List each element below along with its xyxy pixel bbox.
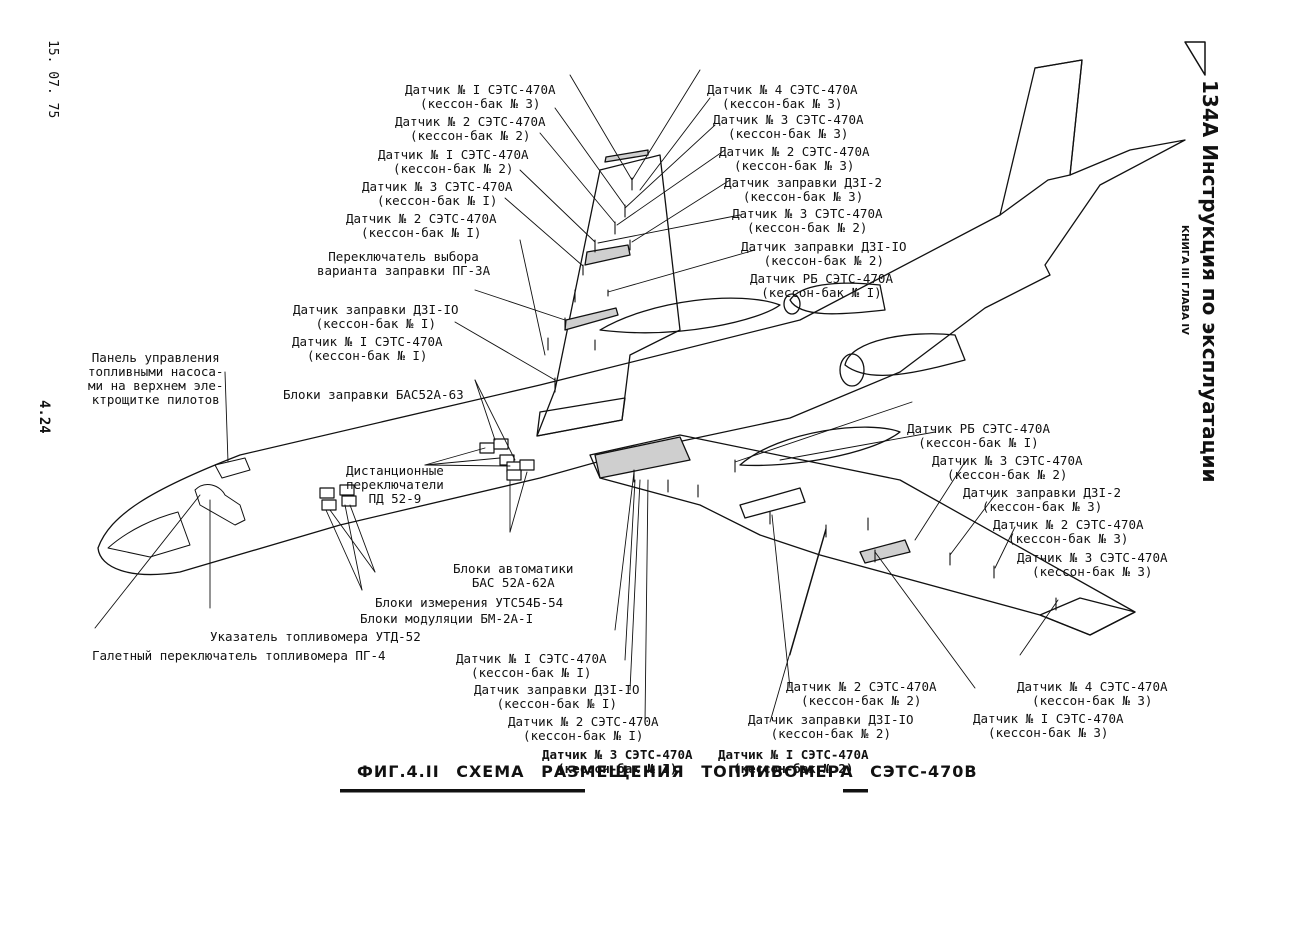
sensor-posts — [547, 177, 1057, 611]
far-wing-shading-3 — [604, 149, 649, 163]
upper-engine — [789, 282, 886, 315]
book-title: 134А Инструкция по эксплуатации — [1198, 80, 1222, 483]
label-sensor-2-tank-2: Датчик № 2 СЭТС-470А(кессон-бак № 2) — [395, 114, 546, 143]
label-b-sensor-3-tank-1: Датчик № 3 СЭТС-470А(кессон-бак № I) — [542, 747, 693, 776]
lower-engine-intake — [839, 353, 865, 387]
page-number: 4.24 — [36, 400, 52, 434]
near-wing-nacelle — [739, 426, 901, 467]
fuselage-outline — [97, 59, 1186, 576]
far-wing-shading-1 — [584, 244, 631, 266]
label-b-sensor-4-tank-3: Датчик № 4 СЭТС-470А(кессон-бак № 3) — [1017, 679, 1168, 708]
equipment-blocks — [319, 438, 535, 511]
label-b-sensor-1-tank-1: Датчик № I СЭТС-470А(кессон-бак № I) — [456, 651, 607, 680]
label-w-refuel-sensor-tank-3: Датчик заправки ДЗI-2(кессон-бак № 3) — [963, 485, 1122, 514]
book-subtitle: КНИГА III ГЛАВА IV — [1179, 225, 1190, 335]
leader-lines — [94, 69, 1059, 723]
gauge-unit — [194, 484, 246, 526]
tail-fin — [1034, 59, 1083, 176]
label-sensor-1-tank-1: Датчик № I СЭТС-470А(кессон-бак № I) — [292, 334, 443, 363]
label-sensor-2-tank-1: Датчик № 2 СЭТС-470А(кессон-бак № I) — [346, 211, 497, 240]
label-r-refuel-sensor-tank-3: Датчик заправки ДЗI-2(кессон-бак № 3) — [724, 175, 883, 204]
label-modulation-blocks: Блоки модуляции БМ-2А-I — [360, 611, 534, 626]
near-wing-root-shading — [594, 436, 691, 479]
label-refuel-blocks: Блоки заправки БАС52А-63 — [283, 387, 464, 402]
logo-triangle — [1184, 41, 1206, 76]
near-wing-flap — [1039, 597, 1136, 636]
date-stamp: 15. 07. 75 — [45, 40, 60, 119]
label-r-sensor-3-tank-3: Датчик № 3 СЭТС-470А(кессон-бак № 3) — [713, 112, 864, 141]
label-b-refuel-sensor-tank-1: Датчик заправки ДЗI-IO(кессон-бак № I) — [474, 682, 640, 711]
label-w-sensor-3-tank-2: Датчик № 3 СЭТС-470А(кессон-бак № 2) — [932, 453, 1083, 482]
label-sensor-1-tank-2: Датчик № I СЭТС-470А(кессон-бак № 2) — [378, 147, 529, 176]
fin-root-line — [999, 174, 1071, 216]
near-wing-box-1 — [739, 487, 806, 519]
label-b-sensor-1-tank-3: Датчик № I СЭТС-470А(кессон-бак № 3) — [973, 711, 1124, 740]
label-w-rb-sensor-tank-1: Датчик РБ СЭТС-470А(кессон-бак № I) — [907, 421, 1050, 450]
label-sensor-1-tank-3: Датчик № I СЭТС-470А(кессон-бак № 3) — [405, 82, 556, 111]
label-b-sensor-2-tank-1: Датчик № 2 СЭТС-470А(кессон-бак № I) — [508, 714, 659, 743]
far-wing-shading-2 — [564, 307, 619, 331]
far-wing-flap — [599, 297, 781, 334]
label-w-sensor-3-tank-3: Датчик № 3 СЭТС-470А(кессон-бак № 3) — [1017, 550, 1168, 579]
figure-caption: ФИГ.4.II СХЕМА РАЗМЕЩЕНИЯ ТОПЛИВОМЕРА СЭ… — [357, 762, 978, 781]
lower-engine — [844, 333, 966, 376]
label-measurement-blocks: Блоки измерения УТС54Б-54 — [375, 595, 564, 610]
near-wing-box-2 — [859, 539, 911, 564]
far-wing-box — [536, 397, 626, 437]
label-rotary-switch: Галетный переключатель топливомера ПГ-4 — [92, 648, 386, 663]
label-b-refuel-sensor-tank-2: Датчик заправки ДЗI-IO(кессон-бак № 2) — [748, 712, 914, 741]
label-b-sensor-2-tank-2: Датчик № 2 СЭТС-470А(кессон-бак № 2) — [786, 679, 937, 708]
label-fuel-indicator: Указатель топливомера УТД-52 — [210, 629, 421, 644]
caption-underline-left — [340, 789, 585, 793]
label-r-refuel-sensor-tank-2: Датчик заправки ДЗI-IO(кессон-бак № 2) — [741, 239, 907, 268]
label-refuel-sensor-tank-1: Датчик заправки ДЗI-IO(кессон-бак № I) — [293, 302, 459, 331]
pilot-panel — [214, 457, 251, 479]
label-b-sensor-1-tank-2: Датчик № I СЭТС-470А(кессон-бак № 2) — [718, 747, 869, 776]
upper-engine-intake — [783, 293, 801, 315]
label-r-sensor-2-tank-3: Датчик № 2 СЭТС-470А(кессон-бак № 3) — [719, 144, 870, 173]
cockpit-window — [107, 511, 191, 558]
label-r-sensor-4-tank-3: Датчик № 4 СЭТС-470А(кессон-бак № 3) — [707, 82, 858, 111]
caption-underline-right — [843, 789, 868, 793]
label-w-sensor-2-tank-3: Датчик № 2 СЭТС-470А(кессон-бак № 3) — [993, 517, 1144, 546]
label-r-rb-sensor-tank-1: Датчик РБ СЭТС-470А(кессон-бак № I) — [750, 271, 893, 300]
label-sensor-3-tank-1: Датчик № 3 СЭТС-470А(кессон-бак № I) — [362, 179, 513, 208]
label-r-sensor-3-tank-2: Датчик № 3 СЭТС-470А(кессон-бак № 2) — [732, 206, 883, 235]
